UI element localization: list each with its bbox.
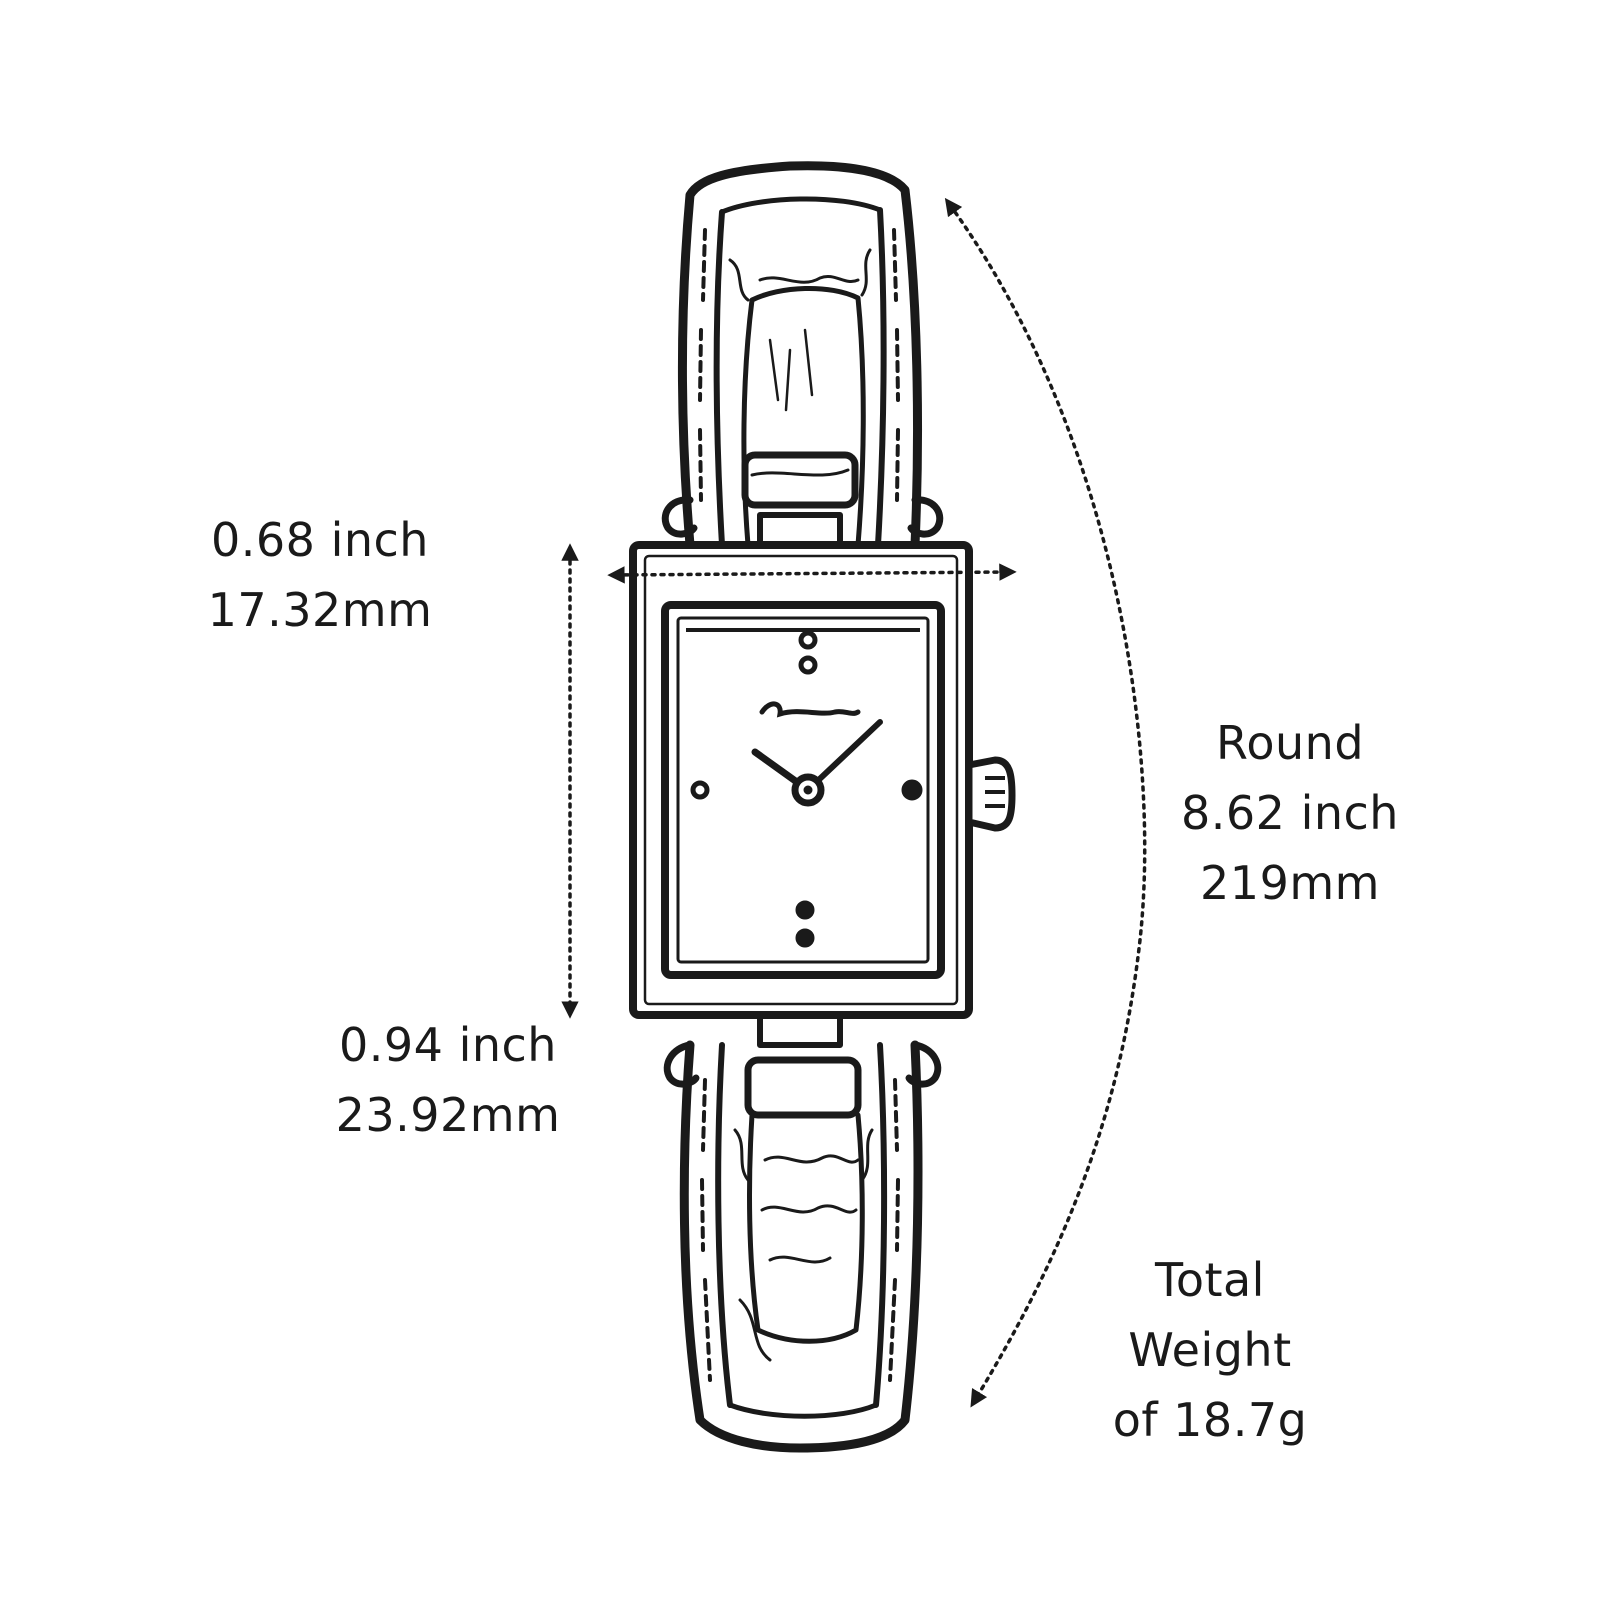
- upper-strap: [661, 161, 944, 550]
- strap-length-label: Round 8.62 inch 219mm: [1160, 708, 1420, 918]
- strap-length-mm: 219mm: [1200, 856, 1380, 910]
- case-height-inch: 0.94 inch: [339, 1018, 557, 1072]
- crown: [965, 756, 1016, 832]
- total-weight-label: Total Weight of 18.7g: [1080, 1245, 1340, 1455]
- width-dimension-arrow: [607, 563, 1017, 584]
- lower-strap: [663, 1012, 942, 1453]
- weight-line-2: Weight: [1128, 1323, 1292, 1377]
- case-width-inch: 0.68 inch: [211, 513, 429, 567]
- weight-line-1: Total: [1155, 1253, 1265, 1307]
- case-width-mm: 17.32mm: [207, 583, 433, 637]
- case-height-mm: 23.92mm: [335, 1088, 561, 1142]
- weight-line-3: of 18.7g: [1112, 1393, 1308, 1447]
- strap-length-inch: 8.62 inch: [1181, 786, 1399, 840]
- dial: [690, 630, 923, 948]
- case-width-label: 0.68 inch 17.32mm: [190, 505, 450, 645]
- dimension-lines: [561, 197, 1147, 1408]
- case-height-label: 0.94 inch 23.92mm: [318, 1010, 578, 1150]
- strap-length-arc: [944, 197, 1147, 1408]
- strap-length-title: Round: [1215, 716, 1365, 770]
